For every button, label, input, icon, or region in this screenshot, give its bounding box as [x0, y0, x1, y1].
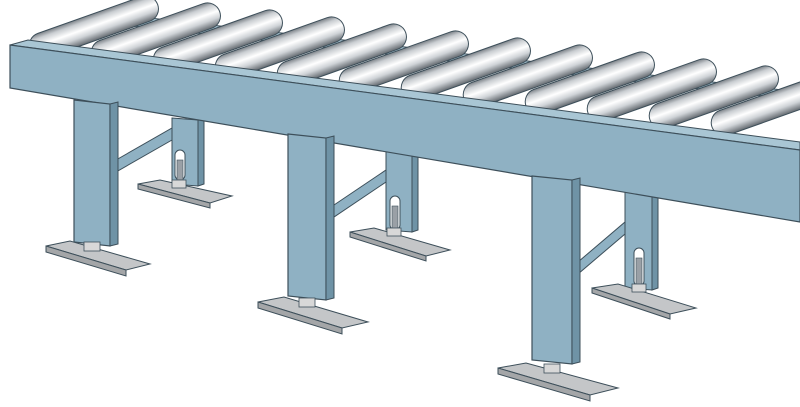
cross-braces [115, 127, 626, 276]
adjuster-slots [174, 149, 645, 287]
rollers [28, 0, 800, 137]
roller [710, 72, 800, 137]
front-rail [9, 39, 800, 223]
back-foot-plates [137, 179, 698, 320]
roller [586, 58, 717, 123]
front-foot-plates [45, 240, 620, 402]
front-legs [73, 99, 581, 365]
roller [648, 65, 779, 130]
